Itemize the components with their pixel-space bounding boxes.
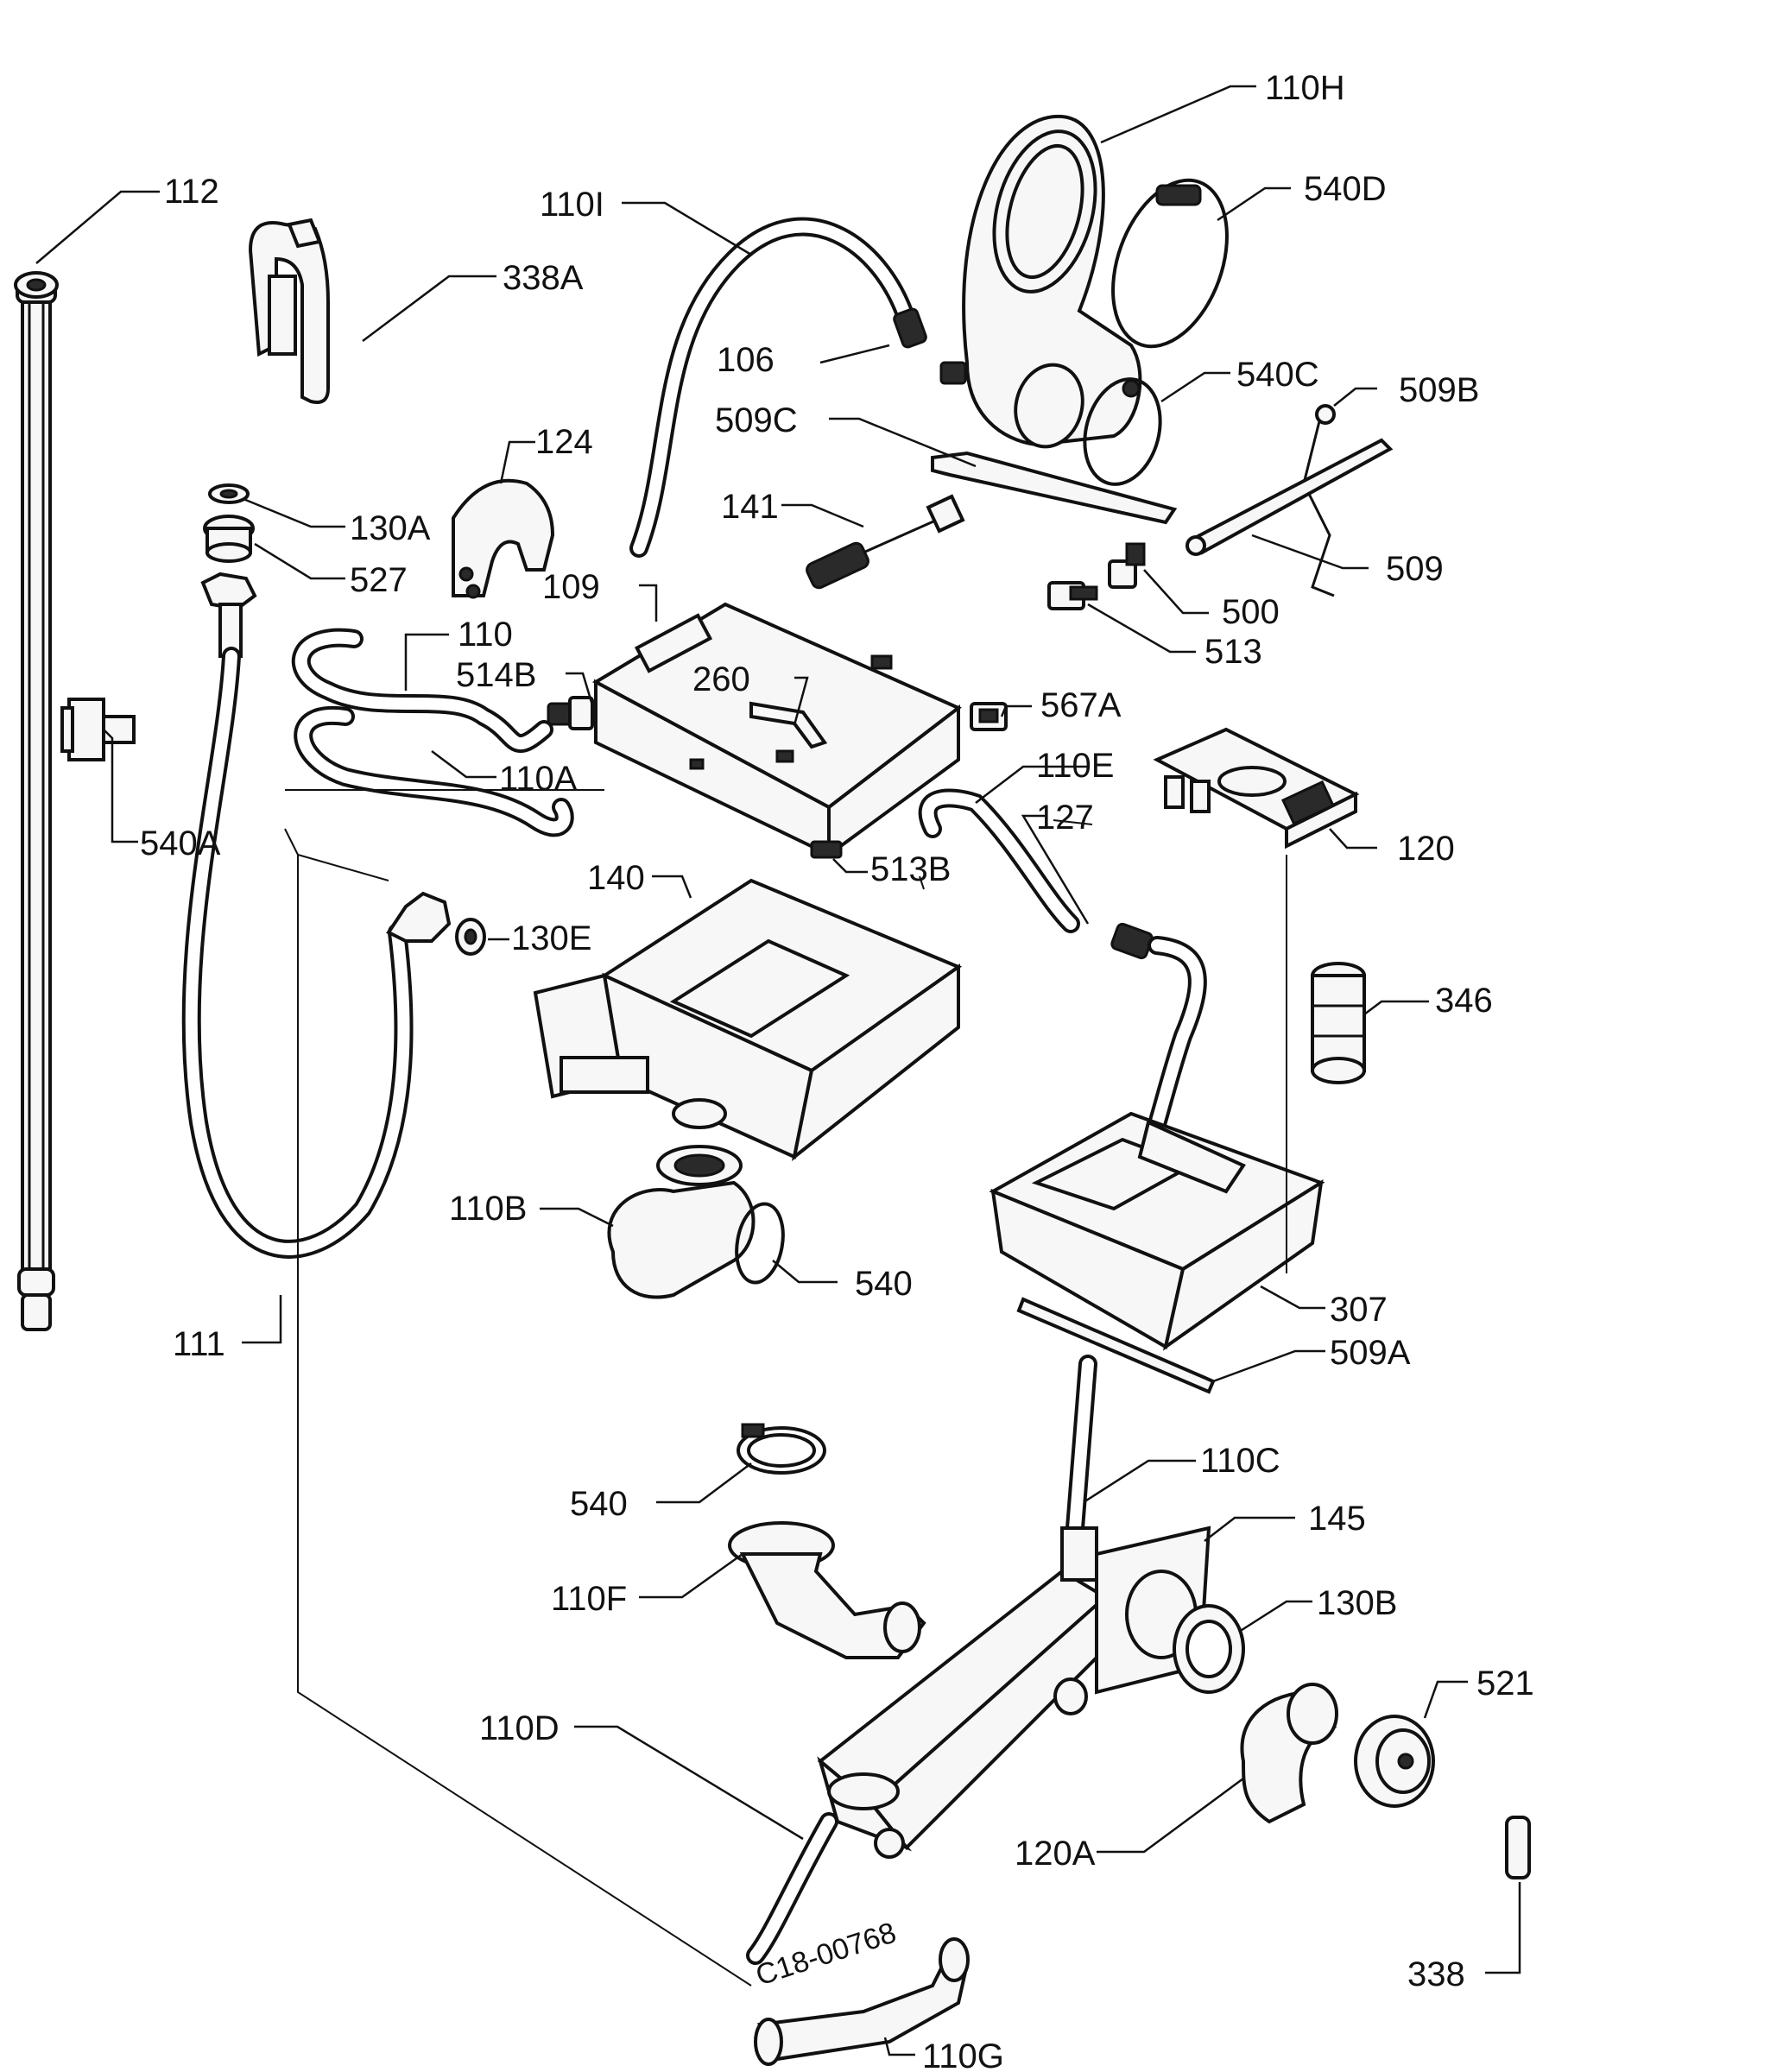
part-110i-hose: [629, 217, 927, 558]
label-338: 338: [1407, 1955, 1465, 1993]
part-260-bracket: [749, 701, 828, 749]
part-112-flexible-hose: [14, 271, 59, 1331]
assembly-guide-lines: [284, 789, 1287, 1987]
label-346: 346: [1435, 982, 1493, 1020]
part-141-sensor: [806, 494, 965, 590]
part-514b-fitting: [547, 696, 594, 730]
label-500: 500: [1222, 593, 1280, 631]
part-110a-hose: [294, 705, 574, 837]
part-124-cover: [452, 478, 555, 599]
part-500-pin: [1108, 542, 1146, 589]
label-509b: 509B: [1399, 371, 1479, 409]
label-110i: 110I: [540, 186, 604, 224]
part-127-connector: [1110, 922, 1207, 1158]
label-109: 109: [542, 568, 600, 606]
label-111: 111: [173, 1325, 225, 1363]
label-112: 112: [164, 173, 219, 211]
label-540c: 540C: [1236, 356, 1319, 394]
label-124: 124: [535, 423, 593, 461]
label-106: 106: [717, 341, 775, 379]
part-346-sleeve: [1311, 962, 1366, 1084]
part-509-rod: [1186, 438, 1394, 556]
label-509a: 509A: [1330, 1334, 1411, 1372]
label-110b: 110B: [449, 1190, 527, 1228]
part-111-inlet-hose: [181, 572, 452, 1259]
part-110h-manifold: [939, 114, 1142, 449]
label-514b: 514B: [456, 656, 536, 694]
part-130b-ring: [1173, 1604, 1245, 1694]
label-130a: 130A: [350, 509, 431, 547]
part-509c-lever: [931, 451, 1178, 525]
part-110d-hose: [746, 1812, 838, 1965]
label-110d: 110D: [479, 1709, 560, 1747]
part-338-pin: [1505, 1816, 1531, 1879]
label-540a: 540A: [140, 824, 221, 862]
label-540d: 540D: [1304, 170, 1387, 208]
label-110h: 110H: [1265, 69, 1345, 107]
label-145: 145: [1308, 1500, 1366, 1538]
label-120: 120: [1397, 830, 1455, 868]
part-145-sump: [817, 1526, 1211, 1859]
part-120a-filter: [1240, 1683, 1338, 1824]
label-130e: 130E: [511, 919, 591, 957]
part-540-clamp-lower: [737, 1423, 826, 1475]
label-307: 307: [1330, 1291, 1388, 1329]
label-110a: 110A: [499, 760, 578, 798]
part-513-clip: [1047, 581, 1098, 610]
label-509: 509: [1386, 550, 1444, 588]
part-130a-washer: [208, 483, 250, 504]
label-127: 127: [1036, 799, 1094, 837]
part-labels: 112 338A 110I 106 110H 540D 540C 509B 50…: [140, 69, 1534, 2072]
part-540-clamp-upper: [735, 1202, 785, 1285]
part-110c-hose: [1065, 1355, 1097, 1538]
part-110f-elbow: [728, 1521, 926, 1659]
part-110g-pipe: [754, 1937, 970, 2066]
label-509c: 509C: [715, 401, 798, 439]
label-513b: 513B: [870, 850, 951, 888]
part-527-filter: [203, 515, 255, 563]
label-110c: 110C: [1200, 1442, 1280, 1480]
label-527: 527: [350, 561, 408, 599]
label-140: 140: [587, 859, 645, 897]
leader-lines: [35, 85, 1521, 2056]
part-509b-spring: [1302, 404, 1336, 597]
label-338a: 338A: [503, 259, 584, 297]
label-260: 260: [692, 660, 750, 698]
label-110f: 110F: [551, 1580, 627, 1618]
label-130b: 130B: [1317, 1584, 1397, 1622]
part-540a-clip: [60, 698, 136, 761]
part-110e-hose: [918, 788, 1080, 933]
label-521: 521: [1476, 1665, 1534, 1702]
label-110g: 110G: [922, 2037, 1004, 2072]
part-540c-clamp: [1083, 377, 1162, 486]
label-141: 141: [721, 488, 779, 526]
label-120a: 120A: [1015, 1835, 1096, 1873]
part-307-detergent-drawer: [989, 1111, 1325, 1351]
label-110e: 110E: [1036, 747, 1114, 785]
label-540-b: 540: [570, 1485, 628, 1523]
part-513b-clip: [810, 840, 843, 859]
part-130e-washer: [455, 918, 486, 956]
label-567a: 567A: [1040, 686, 1122, 724]
part-110-hose: [291, 628, 553, 753]
label-513: 513: [1204, 633, 1262, 671]
part-567a-clip: [970, 702, 1008, 731]
part-140-dispenser-housing: [533, 878, 963, 1161]
part-110b-bellows: [607, 1145, 756, 1299]
part-120-tray-cover: [1153, 727, 1360, 850]
part-109-valve-plate: [591, 602, 962, 858]
label-540-a: 540: [855, 1265, 913, 1303]
part-338a-hose-guide: [248, 218, 330, 404]
part-521-cap: [1354, 1715, 1435, 1808]
part-540d-clamp: [1111, 178, 1229, 349]
label-110: 110: [458, 616, 513, 654]
part-509a-rod: [1016, 1297, 1216, 1394]
